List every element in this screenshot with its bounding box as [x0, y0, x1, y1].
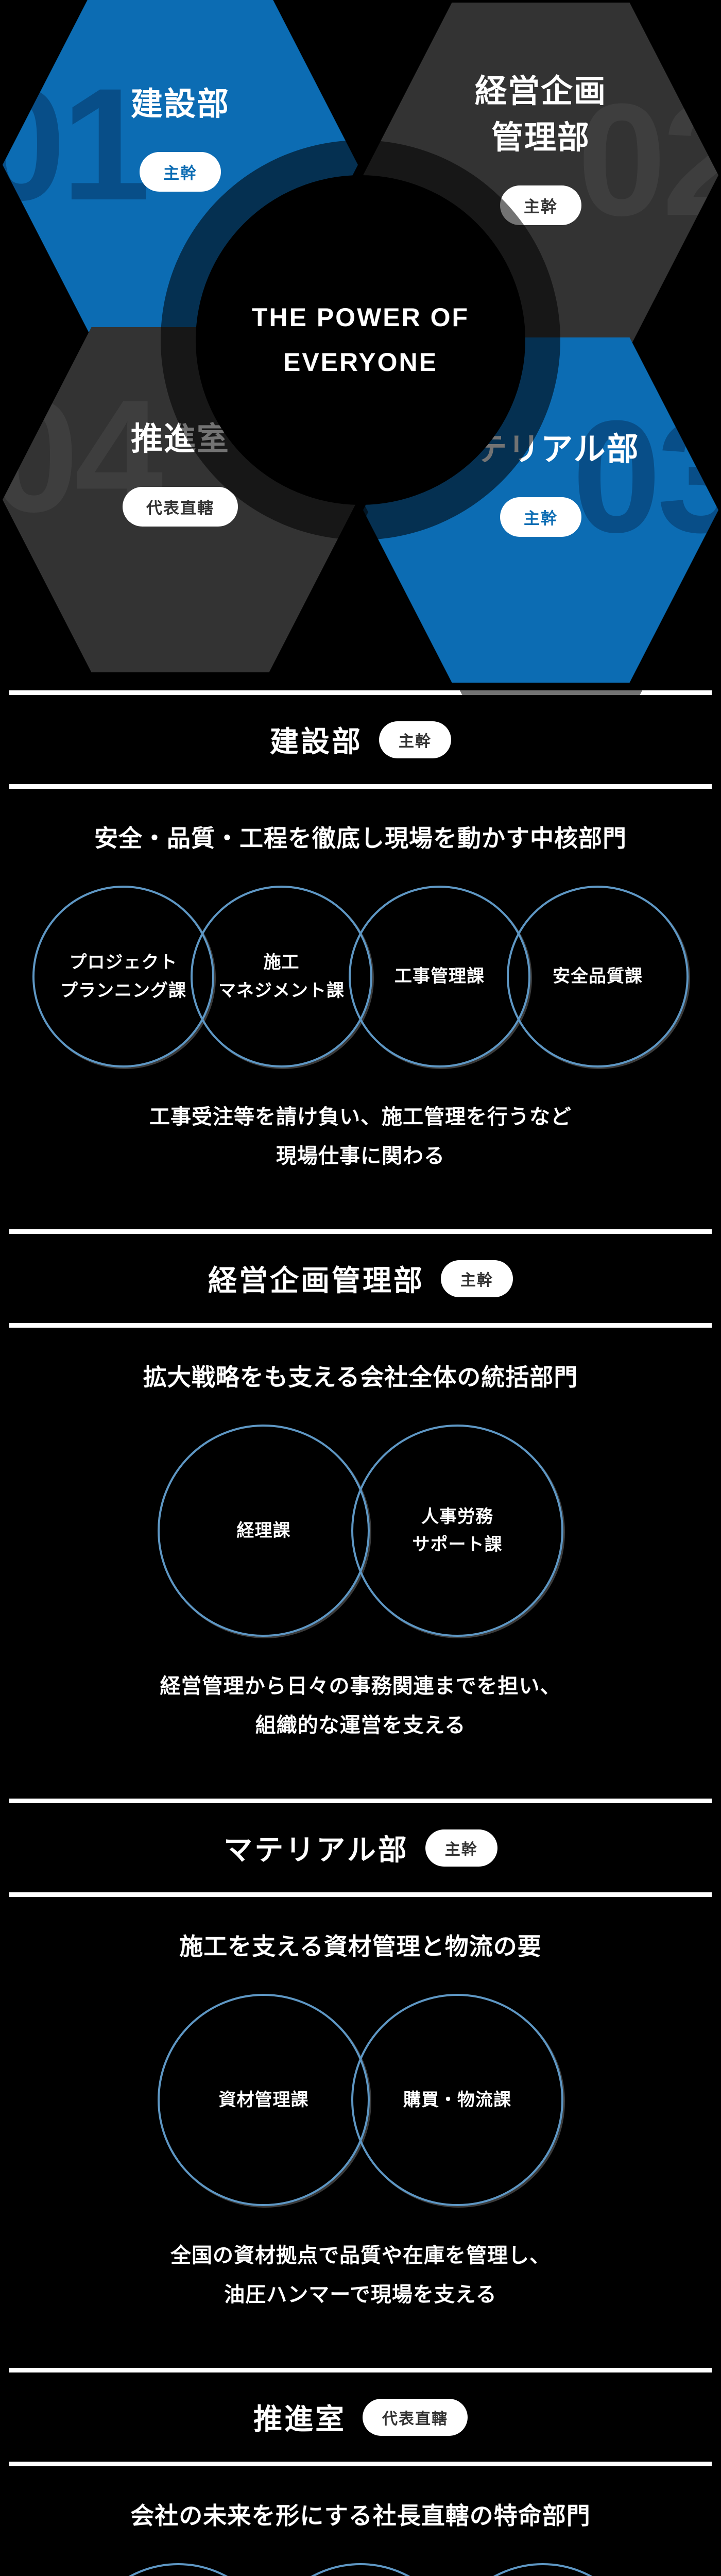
- hexagon-badge: 代表直轄: [123, 487, 238, 527]
- center-logo-circle: THE POWER OF EVERYONE: [196, 175, 525, 505]
- slogan-line-2: EVERYONE: [283, 348, 438, 377]
- divider: [9, 1892, 712, 1897]
- divider: [9, 2368, 712, 2372]
- section-lead: 会社の未来を形にする社長直轄の特命部門: [130, 2502, 591, 2529]
- team-label: プロジェクト プランニング課: [60, 953, 186, 1001]
- hexagon-wrap-construction: 01 建設部 主幹: [3, 0, 358, 337]
- slogan-line-1: THE POWER OF: [251, 302, 470, 332]
- hexagon-wrap-planning: 02 経営企画 管理部 主幹: [363, 3, 718, 348]
- hexagon-title: 経営企画 管理部: [474, 73, 607, 156]
- team-circle: プロジェクト プランニング課: [32, 886, 214, 1067]
- hexagon-badge: 主幹: [500, 185, 581, 226]
- team-label: 人事労務 サポート課: [412, 1506, 503, 1554]
- hexagon-badge: 主幹: [500, 497, 581, 537]
- hexagon-content: 推進室 代表直轄: [123, 416, 238, 527]
- team-circle: 人事労務 サポート課: [351, 1425, 563, 1637]
- team-label: 工事管理課: [394, 967, 485, 987]
- team-circle: 経理課: [158, 1425, 370, 1637]
- section-title: 推進室: [253, 2403, 346, 2435]
- section-lead: 拡大戦略をも支える会社全体の統括部門: [143, 1364, 578, 1391]
- section-title: 経営企画管理部: [208, 1264, 424, 1297]
- section-lead: 安全・品質・工程を徹底し現場を動かす中核部門: [94, 825, 627, 852]
- divider: [9, 2462, 712, 2466]
- team-label: 安全品質課: [553, 967, 643, 987]
- team-circle: 購買・物流課: [351, 1994, 563, 2206]
- hexagon-wrap-promotion: 04 推進室 代表直轄: [3, 327, 358, 672]
- section-planning: 経営企画管理部 主幹 拡大戦略をも支える会社全体の統括部門 経理課 人事労務 サ…: [0, 1229, 721, 1745]
- team-label: 経理課: [236, 1520, 291, 1540]
- section-header: 建設部 主幹: [0, 695, 721, 784]
- team-circles: 資材管理課 購買・物流課: [0, 1994, 721, 2206]
- section-badge: 主幹: [441, 1260, 513, 1297]
- section-construction: 建設部 主幹 安全・品質・工程を徹底し現場を動かす中核部門 プロジェクト プラン…: [0, 690, 721, 1176]
- team-circles: プロジェクト プランニング課 施工 マネジメント課 工事管理課 安全品質課: [0, 886, 721, 1067]
- team-circle: 資材管理課: [158, 1994, 370, 2206]
- section-header: 推進室 代表直轄: [0, 2372, 721, 2462]
- hexagon-title: 建設部: [130, 86, 230, 122]
- section-title: マテリアル部: [224, 1834, 409, 1866]
- section-badge: 主幹: [425, 1829, 497, 1867]
- divider: [9, 1229, 712, 1234]
- team-circle: 人材採用 チーム: [259, 2563, 462, 2576]
- section-material: マテリアル部 主幹 施工を支える資材管理と物流の要 資材管理課 購買・物流課 全…: [0, 1799, 721, 2314]
- hexagon-title: 推進室: [130, 421, 230, 457]
- team-circles: 経理課 人事労務 サポート課: [0, 1425, 721, 1637]
- team-circle: 工事管理課: [349, 886, 530, 1067]
- section-description: 全国の資材拠点で品質や在庫を管理し、 油圧ハンマーで現場を支える: [170, 2244, 551, 2306]
- section-header: マテリアル部 主幹: [0, 1803, 721, 1892]
- team-label: 施工 マネジメント課: [218, 953, 345, 1001]
- divider: [9, 1323, 712, 1328]
- section-promotion: 推進室 代表直轄 会社の未来を形にする社長直轄の特命部門 ブランディング チーム…: [0, 2368, 721, 2576]
- hexagon-content: 経営企画 管理部 主幹: [475, 69, 607, 226]
- hexagon-content: 建設部 主幹: [131, 81, 230, 192]
- section-lead: 施工を支える資材管理と物流の要: [179, 1933, 542, 1960]
- section-description: 工事受注等を請け負い、施工管理を行うなど 現場仕事に関わる: [149, 1106, 572, 1167]
- section-description: 経営管理から日々の事務関連までを担い、 組織的な運営を支える: [160, 1675, 561, 1737]
- divider: [9, 784, 712, 789]
- section-header: 経営企画管理部 主幹: [0, 1234, 721, 1323]
- section-badge: 代表直轄: [363, 2398, 468, 2436]
- team-circle: 施工 マネジメント課: [191, 886, 372, 1067]
- company-slogan: THE POWER OF EVERYONE: [252, 295, 469, 385]
- section-title: 建設部: [270, 725, 363, 758]
- team-circle: ブランディング チーム: [76, 2563, 280, 2576]
- org-hero: 01 建設部 主幹 02 経営企画 管理部 主幹 03 マテリアル部 主幹 04: [0, 0, 721, 685]
- section-badge: 主幹: [379, 721, 451, 758]
- divider: [9, 1799, 712, 1803]
- team-circle: 安全品質課: [507, 886, 689, 1067]
- team-circle: プロジェクト チーム: [441, 2563, 645, 2576]
- team-circles: ブランディング チーム 人材採用 チーム プロジェクト チーム: [0, 2563, 721, 2576]
- hexagon-badge: 主幹: [139, 152, 221, 192]
- team-label: 購買・物流課: [403, 2090, 511, 2110]
- team-label: 資材管理課: [218, 2090, 309, 2110]
- divider: [9, 690, 712, 695]
- hexagon-number-01: 01: [0, 55, 150, 233]
